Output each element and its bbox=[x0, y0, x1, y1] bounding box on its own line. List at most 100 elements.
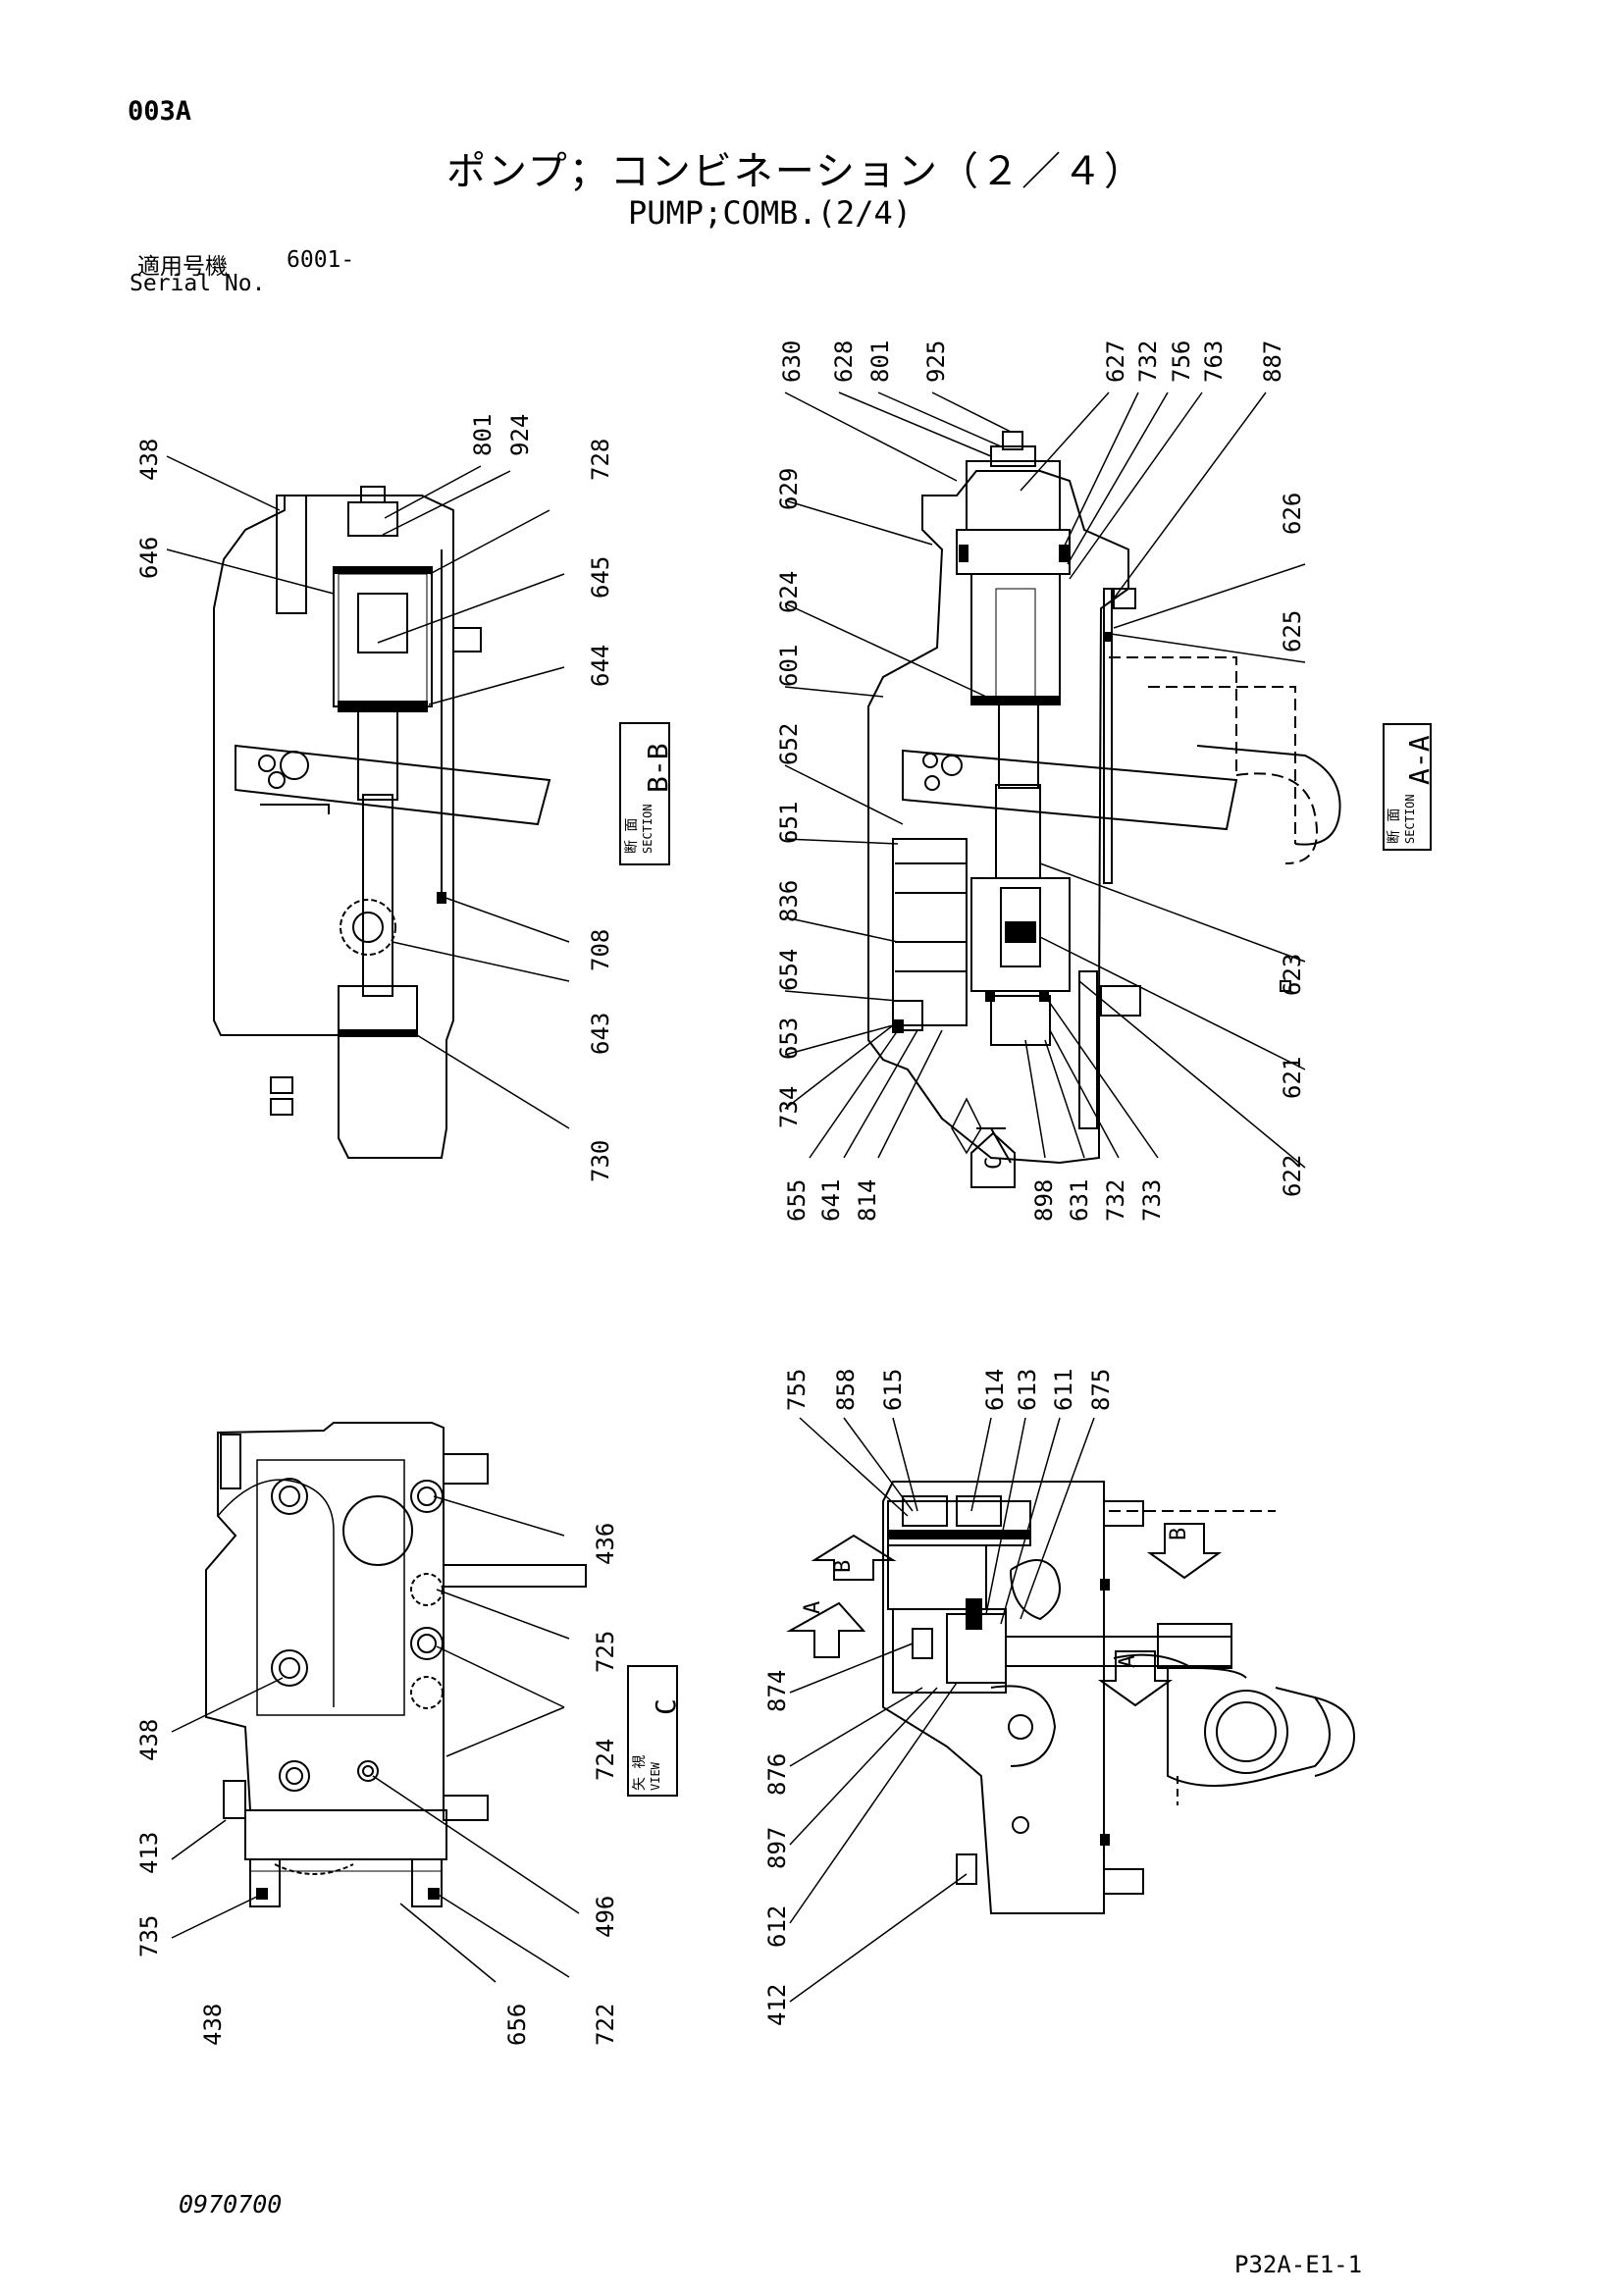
part-number: 645 bbox=[587, 556, 614, 599]
front-view-drawing bbox=[882, 1481, 1356, 1914]
part-number: 730 bbox=[587, 1140, 614, 1182]
part-number: 874 bbox=[763, 1670, 791, 1712]
front-view-leaders bbox=[789, 1417, 1095, 2003]
section-bb-word: SECTION bbox=[641, 804, 654, 854]
part-number: 924 bbox=[506, 414, 534, 456]
part-number: 708 bbox=[587, 929, 614, 971]
view-c-label: 矢 視 VIEW C bbox=[627, 1665, 682, 1797]
part-number: 496 bbox=[592, 1896, 619, 1938]
part-number: 631 bbox=[1066, 1179, 1093, 1222]
part-number: 629 bbox=[775, 468, 803, 510]
part-number: 898 bbox=[1030, 1179, 1058, 1222]
part-number: 652 bbox=[775, 723, 803, 765]
part-number: 622 bbox=[1279, 1155, 1306, 1197]
front-view-arrows: A B B A bbox=[786, 1523, 1223, 1707]
title-japanese: ポンプ；コンビネーション（２／４） bbox=[446, 149, 1145, 194]
part-number: 836 bbox=[775, 880, 803, 922]
section-bb-kanji: 断 面 bbox=[624, 818, 640, 854]
section-aa-word: SECTION bbox=[1403, 794, 1417, 844]
part-number: 732 bbox=[1102, 1179, 1129, 1222]
part-number: 625 bbox=[1279, 610, 1306, 652]
part-number: 725 bbox=[592, 1631, 619, 1673]
part-number: 643 bbox=[587, 1013, 614, 1055]
title-english: PUMP;COMB.(2/4) bbox=[628, 194, 912, 232]
part-number: 623 bbox=[1279, 954, 1306, 996]
part-number: 656 bbox=[503, 2004, 531, 2046]
part-number: 627 bbox=[1102, 340, 1129, 383]
arrow-a-right-marker: A bbox=[1116, 1655, 1140, 1668]
view-c-marker: C bbox=[982, 1157, 1007, 1170]
part-number: 655 bbox=[783, 1179, 811, 1222]
view-c-arrow: C bbox=[970, 1131, 1016, 1188]
arrow-b-left-marker: B bbox=[831, 1560, 856, 1573]
view-c-drawing bbox=[205, 1422, 587, 1907]
part-number: 612 bbox=[763, 1905, 791, 1948]
section-aa-label: 断 面 SECTION A-A bbox=[1383, 723, 1436, 851]
part-number: 763 bbox=[1200, 340, 1228, 383]
document-number: 0970700 bbox=[179, 2190, 283, 2218]
section-aa-leaders bbox=[784, 391, 1306, 1169]
front-view-part-numbers: 755 858 615 614 613 611 875 874 876 897 … bbox=[763, 1369, 1115, 2026]
part-number: 897 bbox=[763, 1827, 791, 1869]
part-number: 621 bbox=[1279, 1057, 1306, 1099]
section-aa-kanji: 断 面 bbox=[1387, 809, 1402, 844]
page-code: 003A bbox=[128, 96, 192, 127]
part-number: 653 bbox=[775, 1018, 803, 1060]
part-number: 646 bbox=[135, 537, 163, 579]
part-number: 722 bbox=[592, 2004, 619, 2046]
section-bb-leaders bbox=[166, 455, 570, 1129]
part-number: 755 bbox=[783, 1369, 811, 1411]
part-number: 925 bbox=[922, 340, 950, 383]
part-number: 611 bbox=[1050, 1369, 1077, 1411]
part-number: 734 bbox=[775, 1086, 803, 1128]
part-number: 801 bbox=[866, 340, 894, 383]
part-number: 614 bbox=[981, 1369, 1009, 1411]
part-number: 624 bbox=[775, 571, 803, 613]
part-number: 732 bbox=[1134, 340, 1162, 383]
serial-label-english: Serial No. bbox=[130, 271, 266, 296]
section-aa-id: A-A bbox=[1403, 735, 1436, 785]
part-number: 651 bbox=[775, 802, 803, 844]
view-c-part-numbers: 436 725 724 496 722 438 413 735 438 656 bbox=[135, 1523, 619, 2046]
section-bb-id: B-B bbox=[642, 743, 674, 793]
part-number: 436 bbox=[592, 1523, 619, 1565]
section-bb-part-numbers: 438 646 801 924 728 645 644 708 643 730 bbox=[135, 414, 614, 1182]
view-c-id: C bbox=[650, 1698, 682, 1715]
part-number: 613 bbox=[1014, 1369, 1041, 1411]
part-number: 735 bbox=[135, 1915, 163, 1957]
part-number: 438 bbox=[135, 1719, 163, 1761]
part-number: 438 bbox=[135, 439, 163, 481]
serial-label-japanese: 適用号機 bbox=[137, 254, 228, 280]
part-number: 601 bbox=[775, 645, 803, 687]
part-number: 630 bbox=[778, 340, 806, 383]
part-number: 413 bbox=[135, 1832, 163, 1874]
arrow-a-left-marker: A bbox=[801, 1601, 825, 1614]
part-number: 628 bbox=[830, 340, 858, 383]
arrow-b-right-marker: B bbox=[1167, 1528, 1191, 1540]
view-c-kanji: 矢 視 bbox=[632, 1755, 648, 1791]
part-number: 876 bbox=[763, 1753, 791, 1796]
section-aa-drawing bbox=[867, 431, 1341, 1165]
part-number: 801 bbox=[469, 414, 497, 456]
part-number: 644 bbox=[587, 645, 614, 687]
section-bb-drawing bbox=[213, 486, 551, 1159]
part-number: 728 bbox=[587, 439, 614, 481]
part-number: 814 bbox=[854, 1179, 881, 1222]
part-number: 412 bbox=[763, 1984, 791, 2026]
part-number: 615 bbox=[879, 1369, 907, 1411]
section-aa-part-numbers: 630 628 801 925 627 732 756 763 887 629 … bbox=[775, 340, 1306, 1222]
section-bb-label: 断 面 SECTION B-B bbox=[619, 722, 674, 865]
part-number: 733 bbox=[1138, 1179, 1166, 1222]
part-number: 438 bbox=[199, 2004, 227, 2046]
part-number: 887 bbox=[1259, 340, 1286, 383]
serial-value: 6001- bbox=[287, 247, 355, 273]
part-number: 626 bbox=[1279, 493, 1306, 535]
view-c-leaders bbox=[171, 1495, 580, 1983]
part-number: 724 bbox=[592, 1739, 619, 1781]
view-c-word: VIEW bbox=[649, 1761, 662, 1791]
part-number: 858 bbox=[832, 1369, 860, 1411]
part-number: 756 bbox=[1168, 340, 1195, 383]
part-number: 875 bbox=[1087, 1369, 1115, 1411]
part-number: 654 bbox=[775, 949, 803, 991]
